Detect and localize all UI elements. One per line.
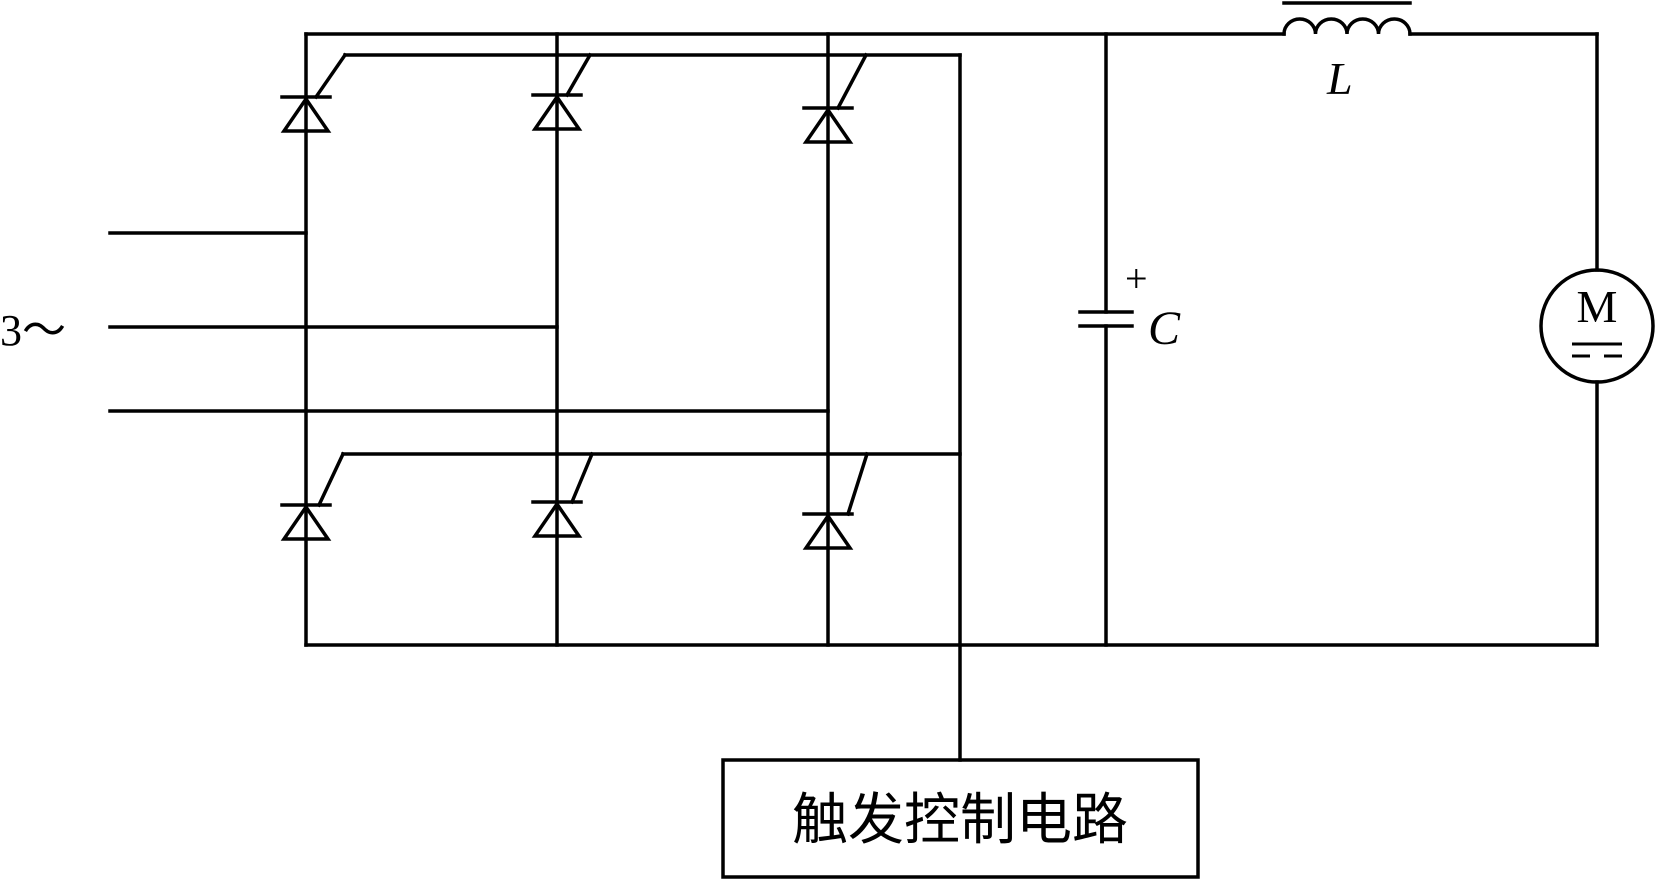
gate-wire-lower-3 xyxy=(845,451,870,517)
thyristor-lower-3 xyxy=(802,512,854,550)
bridge-columns xyxy=(304,32,830,647)
gate-lines-lower xyxy=(316,451,962,517)
inductor-l xyxy=(1282,1,1412,36)
motor-m xyxy=(1539,268,1655,384)
gate-wire-upper-2 xyxy=(564,52,593,98)
thyristor-upper-3 xyxy=(802,106,854,144)
source-label: 3～ xyxy=(0,306,66,355)
ac-input-lines xyxy=(108,231,830,413)
motor-circle xyxy=(1539,268,1655,384)
gate-wire-lower-1 xyxy=(316,451,346,508)
capacitor-c xyxy=(1078,32,1134,647)
gate-wire-upper-3 xyxy=(835,52,869,111)
dc-bus xyxy=(304,32,1599,647)
trigger-control-block-label: 触发控制电路 xyxy=(792,788,1128,853)
inductor-coils xyxy=(1282,17,1412,36)
capacitor-polarity-label: + xyxy=(1125,256,1148,301)
inductor-label: L xyxy=(1326,53,1353,104)
thyristor-lower-1 xyxy=(280,503,332,541)
thyristor-upper-2 xyxy=(531,93,583,131)
gate-wire-upper-1 xyxy=(313,52,348,100)
capacitor-label: C xyxy=(1148,302,1181,355)
thyristor-upper-1 xyxy=(280,95,332,133)
gate-lines-upper xyxy=(313,52,962,111)
trigger-control-block xyxy=(721,758,1200,879)
motor-label: M xyxy=(1577,281,1618,332)
gate-wire-lower-2 xyxy=(569,451,595,505)
